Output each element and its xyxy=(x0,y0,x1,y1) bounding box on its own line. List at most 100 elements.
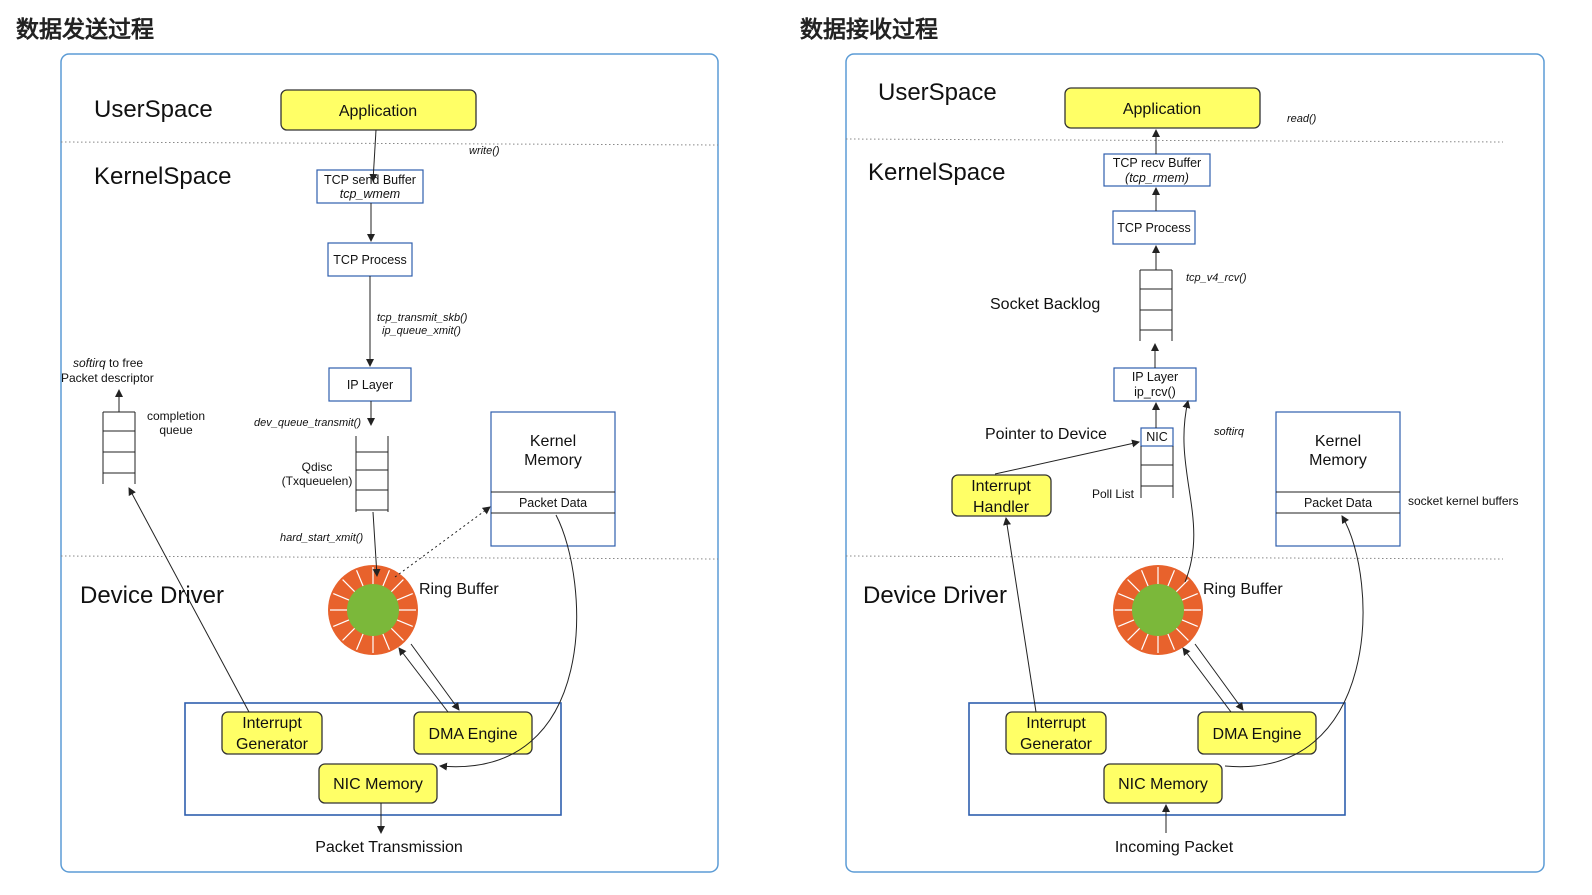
recv-application-label: Application xyxy=(1123,101,1201,118)
send-kernelspace-label: KernelSpace xyxy=(94,163,231,190)
recv-kernel-label: Kernel xyxy=(1315,433,1361,450)
recv-dma-engine-box xyxy=(1197,711,1317,755)
recv-ring-buffer-label: Ring Buffer xyxy=(1203,581,1283,598)
recv-tcp-v4-rcv-call: tcp_v4_rcv() xyxy=(1186,272,1247,284)
send-nic-memory-box xyxy=(318,763,438,804)
ring-segment-divider xyxy=(1118,619,1136,628)
recv-pointer-to-device-label: Pointer to Device xyxy=(985,426,1107,443)
recv-generator-label: Generator xyxy=(1020,736,1093,753)
send-generator-label: Generator xyxy=(236,736,309,753)
recv-ip-rcv-label: ip_rcv() xyxy=(1134,385,1176,399)
ring-segment-divider xyxy=(1127,627,1141,641)
recv-nic-hardware-box xyxy=(968,702,1346,816)
send-panel: UserSpace KernelSpace Device Driver Appl… xyxy=(60,53,719,873)
send-ip-layer-label: IP Layer xyxy=(347,378,393,392)
ring-segment-divider xyxy=(342,579,356,593)
ring-segment-divider xyxy=(395,592,413,601)
recv-poll-list-queue xyxy=(1140,427,1174,498)
send-device-driver-label: Device Driver xyxy=(80,582,224,609)
recv-interrupt-label: Interrupt xyxy=(971,478,1031,495)
send-ip-queue-xmit-call: ip_queue_xmit() xyxy=(382,325,461,337)
ring-segment-divider xyxy=(1118,592,1136,601)
recv-device-driver-label: Device Driver xyxy=(863,582,1007,609)
ring-segment-divider xyxy=(333,619,351,628)
recv-nic-memory-label: NIC Memory xyxy=(1118,776,1208,793)
send-tcp-transmit-skb-call: tcp_transmit_skb() xyxy=(377,312,468,324)
send-application-box xyxy=(280,89,477,131)
recv-softirq-label: softirq xyxy=(1214,426,1245,438)
send-packet-transmission-label: Packet Transmission xyxy=(315,839,463,856)
recv-tcp-process-box xyxy=(1112,210,1196,245)
recv-nic-label: NIC xyxy=(1146,430,1168,444)
send-memory-label: Memory xyxy=(524,452,582,469)
send-application-label: Application xyxy=(339,103,417,120)
send-arrows xyxy=(115,129,578,834)
ring-segment-divider xyxy=(1127,579,1141,593)
recv-socket-backlog-queue xyxy=(1139,269,1173,341)
send-qdisc-queue xyxy=(355,436,389,512)
recv-packet-data-label: Packet Data xyxy=(1304,496,1372,510)
ring-segment-divider xyxy=(1175,579,1189,593)
send-kernel-driver-divider xyxy=(60,555,719,560)
ring-segment-divider xyxy=(355,570,364,588)
ring-inner xyxy=(347,584,399,636)
recv-incoming-packet-label: Incoming Packet xyxy=(1115,839,1234,856)
recv-user-kernel-divider xyxy=(845,138,1504,143)
send-write-call: write() xyxy=(469,145,500,157)
recv-gen-interrupt-label: Interrupt xyxy=(1026,715,1086,732)
send-packet-data-label: Packet Data xyxy=(519,496,587,510)
ring-segment-divider xyxy=(1180,619,1198,628)
send-dev-queue-transmit-call: dev_queue_transmit() xyxy=(254,417,361,429)
ring-segment-divider xyxy=(390,579,404,593)
send-userspace-label: UserSpace xyxy=(94,96,213,123)
recv-kernel-driver-divider xyxy=(845,555,1504,560)
send-tcp-send-buffer-label: TCP send Buffer xyxy=(324,173,416,187)
ring-segment-divider xyxy=(355,632,364,650)
recv-handler-label: Handler xyxy=(973,499,1030,516)
recv-tcp-rmem-label: (tcp_rmem) xyxy=(1125,171,1189,185)
recv-kernel-memory-box xyxy=(1275,411,1401,547)
send-dma-engine-label: DMA Engine xyxy=(429,726,518,743)
recv-interrupt-generator-box xyxy=(1005,711,1107,755)
send-user-kernel-divider xyxy=(60,141,719,146)
ring-segment-divider xyxy=(382,570,391,588)
send-kernel-label: Kernel xyxy=(530,433,576,450)
ring-segment-divider xyxy=(342,627,356,641)
recv-dma-engine-label: DMA Engine xyxy=(1213,726,1302,743)
send-dma-engine-box xyxy=(413,711,533,755)
recv-heading: 数据接收过程 xyxy=(800,17,938,43)
ring-inner xyxy=(1132,584,1184,636)
send-softirq-word: softirq xyxy=(73,356,106,370)
send-nic-memory-label: NIC Memory xyxy=(333,776,423,793)
recv-arrows xyxy=(994,129,1364,833)
recv-application-box xyxy=(1064,87,1261,129)
send-tcp-process-box xyxy=(327,242,413,277)
ring-segment-divider xyxy=(1175,627,1189,641)
send-heading: 数据发送过程 xyxy=(16,17,154,43)
ring-segment-divider xyxy=(1167,570,1176,588)
send-txqueuelen-label: (Txqueuelen) xyxy=(282,474,353,488)
recv-memory-label: Memory xyxy=(1309,452,1367,469)
send-ring-buffer xyxy=(328,565,418,655)
send-completion-label: completion xyxy=(147,409,205,423)
recv-ip-layer-label: IP Layer xyxy=(1132,370,1178,384)
ring-segment-divider xyxy=(382,632,391,650)
recv-kernelspace-label: KernelSpace xyxy=(868,159,1005,186)
send-kernel-memory-box xyxy=(490,411,616,547)
send-completion-queue xyxy=(102,411,136,484)
send-softirq-line: softirq to free xyxy=(73,356,143,370)
recv-poll-list-label: Poll List xyxy=(1092,487,1135,501)
ring-segment-divider xyxy=(333,592,351,601)
recv-socket-backlog-label: Socket Backlog xyxy=(990,296,1100,313)
send-nic-hardware-box xyxy=(184,702,562,816)
recv-read-call: read() xyxy=(1287,113,1317,125)
send-tcp-wmem-label: tcp_wmem xyxy=(340,187,400,201)
ring-segment-divider xyxy=(1180,592,1198,601)
recv-tcp-recv-buffer-label: TCP recv Buffer xyxy=(1113,156,1201,170)
send-to-free-word: to free xyxy=(106,356,144,370)
recv-socket-kernel-buffers-label: socket kernel buffers xyxy=(1408,494,1519,508)
recv-interrupt-handler-box xyxy=(951,474,1052,517)
recv-panel-frame xyxy=(845,53,1545,873)
send-interrupt-label: Interrupt xyxy=(242,715,302,732)
